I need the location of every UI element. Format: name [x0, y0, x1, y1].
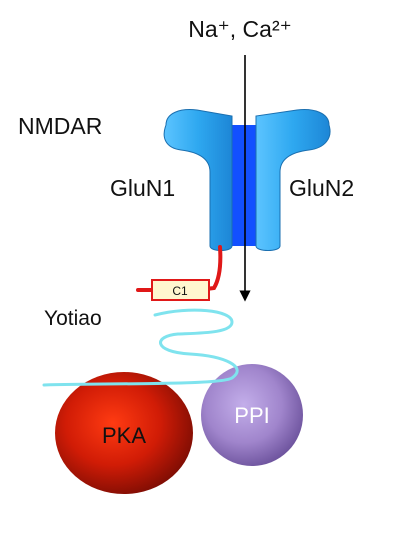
yotiao-label: Yotiao [44, 307, 102, 330]
ppi-circle [201, 364, 303, 466]
glun1-label: GluN1 [110, 175, 175, 201]
nmdar-label: NMDAR [18, 113, 102, 139]
glun2-label: GluN2 [289, 175, 354, 201]
c1-label: C1 [172, 284, 188, 298]
glun2-subunit [255, 109, 331, 251]
c1-domain-box [151, 279, 210, 301]
yotiao-scaffold-line [42, 308, 239, 387]
receptor-pore [232, 125, 256, 246]
pka-circle [55, 372, 193, 494]
c-terminal-tail [196, 245, 223, 292]
ppi-label: PPI [234, 403, 269, 428]
glun1-subunit [163, 109, 233, 251]
ion-label: Na⁺, Ca²⁺ [188, 16, 292, 42]
pka-label: PKA [102, 423, 146, 448]
